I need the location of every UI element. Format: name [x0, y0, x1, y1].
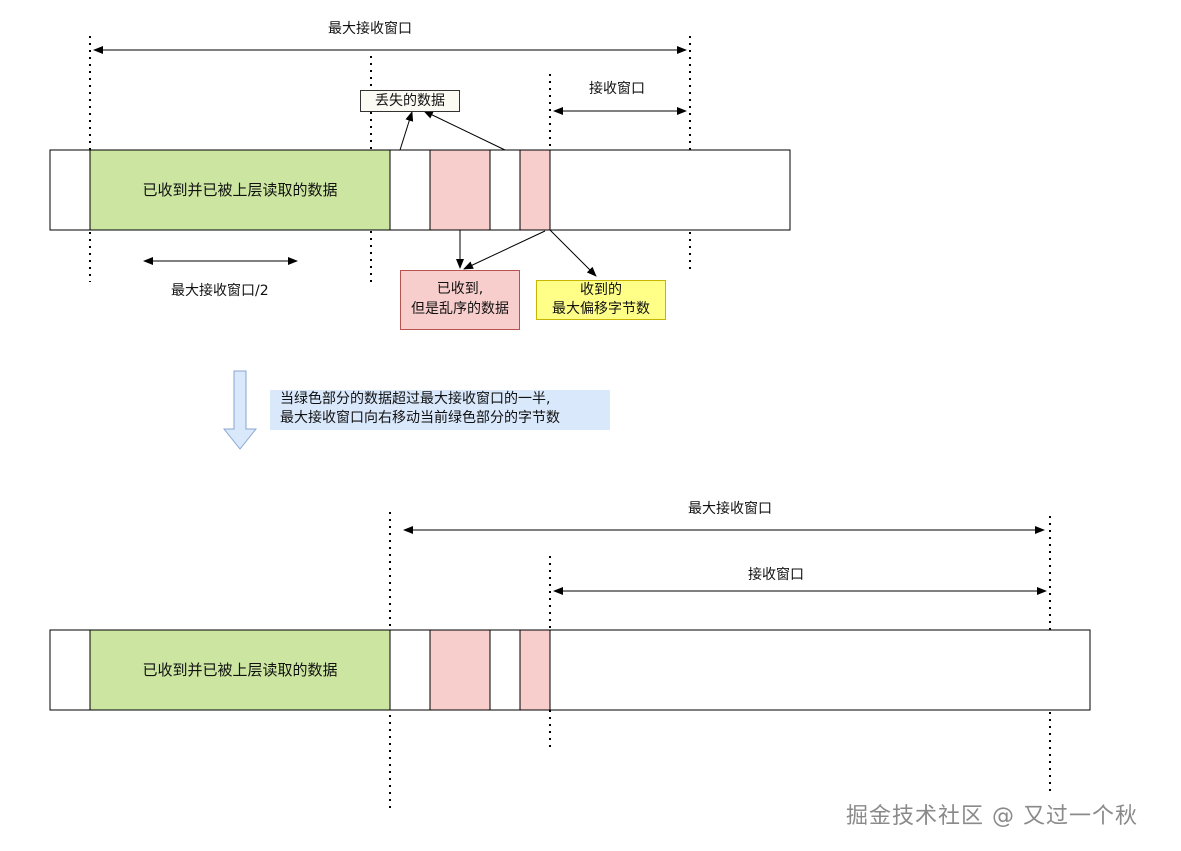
- read-data-label: 已收到并已被上层读取的数据: [142, 181, 338, 199]
- out-of-order-segment: [429, 629, 491, 711]
- watermark: 掘金技术社区 @ 又过一个秋: [846, 804, 1138, 829]
- max-window-label: 最大接收窗口: [328, 21, 412, 37]
- transition-note: 当绿色部分的数据超过最大接收窗口的一半, 最大接收窗口向右移动当前绿色部分的字节…: [270, 390, 610, 430]
- max-offset-arrow: [549, 229, 597, 277]
- recv-window-label: 接收窗口: [748, 567, 804, 583]
- max-offset-line2: 最大偏移字节数: [552, 301, 650, 317]
- out-of-order-segment: [519, 149, 551, 231]
- out-of-order-segment: [429, 149, 491, 231]
- lost-data-label: 丢失的数据: [360, 90, 460, 112]
- down-arrow: [222, 370, 258, 450]
- out-of-order-box: 已收到, 但是乱序的数据: [400, 270, 520, 330]
- transition-note-line2: 最大接收窗口向右移动当前绿色部分的字节数: [280, 410, 560, 426]
- out-of-order-line2: 但是乱序的数据: [411, 301, 509, 317]
- out-of-order-arrow: [463, 230, 546, 270]
- transition-note-line1: 当绿色部分的数据超过最大接收窗口的一半,: [280, 391, 551, 407]
- max-offset-box: 收到的 最大偏移字节数: [536, 280, 666, 320]
- read-data-segment: [89, 629, 391, 711]
- lost-data-arrow: [423, 110, 506, 151]
- max-window-label: 最大接收窗口: [688, 501, 772, 517]
- read-data-label: 已收到并已被上层读取的数据: [142, 661, 338, 679]
- out-of-order-segment: [519, 629, 551, 711]
- max-offset-line1: 收到的: [580, 282, 622, 298]
- recv-window-label: 接收窗口: [589, 81, 645, 97]
- half-window-label: 最大接收窗口/2: [171, 283, 269, 299]
- lost-data-arrow: [399, 111, 414, 151]
- read-data-segment: [89, 149, 391, 231]
- out-of-order-line1: 已收到,: [436, 281, 484, 297]
